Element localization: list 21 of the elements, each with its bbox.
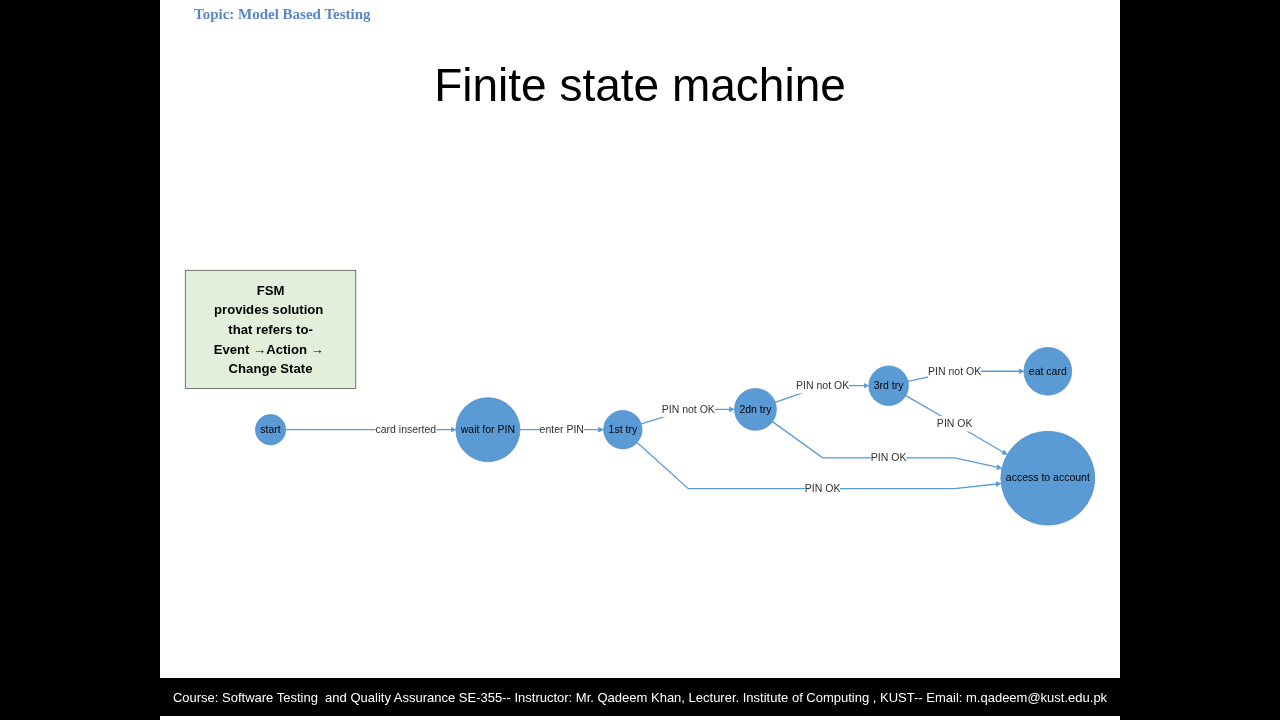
edge-label: PIN OK [870, 451, 907, 463]
node-circle: eat card [1023, 346, 1072, 396]
node-circle: 3rd try [868, 365, 909, 406]
node-circle: access to account [1000, 430, 1096, 526]
arrow [905, 394, 1008, 455]
edge-label: PIN OK [804, 482, 841, 494]
edge-label: PIN not OK [661, 403, 715, 415]
node-circle: 1st try [603, 409, 643, 450]
edge-label: PIN not OK [928, 365, 982, 377]
topic-heading: Topic: Model Based Testing [194, 6, 371, 23]
arrow [771, 420, 1003, 470]
edge-label: card inserted [375, 423, 437, 435]
edge-label: PIN OK [936, 417, 973, 429]
edge-label: enter PIN [539, 423, 584, 435]
node-box: FSM provides solution that refers to- Event →Action → Change State [184, 269, 357, 389]
arrow [636, 441, 1002, 490]
node-circle: 2dn try [734, 387, 777, 431]
node-circle: wait for PIN [455, 397, 521, 462]
node-circle: start [255, 414, 286, 445]
slide-title: Finite state machine [433, 58, 847, 112]
edge-label: PIN not OK [796, 379, 850, 391]
